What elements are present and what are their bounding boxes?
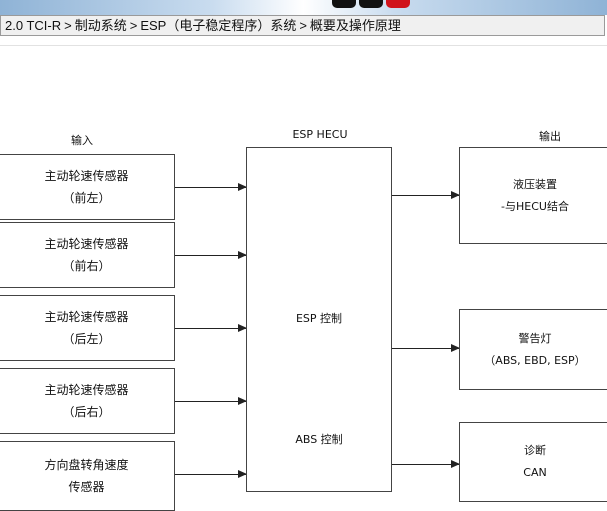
input-sublabel: 传感器 <box>68 480 105 494</box>
input-sublabel: （后右） <box>62 405 111 419</box>
output-sublabel: CAN <box>523 466 547 479</box>
center-column-header: ESP HECU <box>292 128 348 141</box>
input-label: 主动轮速传感器 <box>44 237 129 251</box>
esp-hecu-box <box>246 147 392 492</box>
breadcrumb-item-brake-system[interactable]: 制动系统 <box>74 18 127 33</box>
input-box-steering-angle-sensor: 方向盘转角速度 传感器 <box>0 441 175 511</box>
breadcrumb-separator: > <box>299 18 307 33</box>
breadcrumb-item-overview: 概要及操作原理 <box>309 18 401 33</box>
input-label: 主动轮速传感器 <box>44 383 129 397</box>
breadcrumb-separator: > <box>64 18 72 33</box>
output-box-hydraulic-unit: 液压装置 -与HECU结合 <box>459 147 607 244</box>
breadcrumb-item-model[interactable]: 2.0 TCI-R <box>5 18 62 33</box>
arrow-input-2 <box>175 251 247 259</box>
esp-control-label: ESP 控制 <box>295 312 343 325</box>
logo-mark-left <box>332 0 356 8</box>
input-box-wheel-sensor-rear-left: 主动轮速传感器 （后左） <box>0 295 175 361</box>
logo-mark-middle <box>359 0 383 8</box>
output-label: 诊断 <box>524 444 546 457</box>
breadcrumb-item-esp-system[interactable]: ESP（电子稳定程序）系统 <box>140 18 297 33</box>
breadcrumb: 2.0 TCI-R>制动系统>ESP（电子稳定程序）系统>概要及操作原理 <box>0 15 605 36</box>
logo-mark-right <box>386 0 410 8</box>
output-column-header: 输出 <box>539 130 561 143</box>
output-box-diagnosis: 诊断 CAN <box>459 422 607 502</box>
header-band <box>0 0 607 15</box>
output-sublabel: -与HECU结合 <box>501 199 569 213</box>
arrow-output-1 <box>392 191 460 199</box>
output-box-warning-lamp: 警告灯 （ABS, EBD, ESP） <box>459 309 607 390</box>
arrow-input-5 <box>175 470 247 478</box>
content-divider <box>0 45 607 46</box>
input-sublabel: （前左） <box>62 191 111 205</box>
input-sublabel: （后左） <box>62 332 111 346</box>
input-box-wheel-sensor-front-left: 主动轮速传感器 （前左） <box>0 154 175 220</box>
input-column-header: 输入 <box>71 134 93 147</box>
arrow-input-4 <box>175 397 247 405</box>
input-label: 主动轮速传感器 <box>44 310 129 324</box>
breadcrumb-separator: > <box>129 18 138 33</box>
output-sublabel: （ABS, EBD, ESP） <box>484 353 586 367</box>
input-label: 方向盘转角速度 <box>44 458 129 472</box>
output-label: 警告灯 <box>518 331 552 345</box>
input-box-wheel-sensor-front-right: 主动轮速传感器 （前右） <box>0 222 175 288</box>
output-label: 液压装置 <box>513 177 557 191</box>
input-sublabel: （前右） <box>62 259 111 273</box>
arrow-input-1 <box>175 183 247 191</box>
brand-logo <box>332 0 414 8</box>
input-label: 主动轮速传感器 <box>44 169 129 183</box>
input-box-wheel-sensor-rear-right: 主动轮速传感器 （后右） <box>0 368 175 434</box>
arrow-output-2 <box>392 344 460 352</box>
abs-control-label: ABS 控制 <box>295 433 343 446</box>
arrow-input-3 <box>175 324 247 332</box>
arrow-output-3 <box>392 460 460 468</box>
